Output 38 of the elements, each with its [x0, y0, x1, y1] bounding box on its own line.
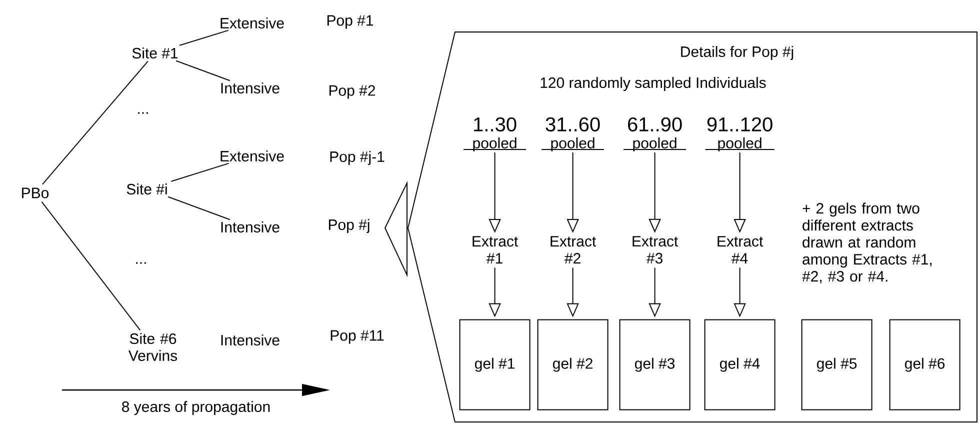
pop-label: Pop #2 [329, 85, 375, 99]
branch-label: Extensive [220, 18, 284, 28]
ellipsis: ... [136, 262, 146, 264]
arrow-caption: 8 years of propagation [122, 401, 270, 415]
gel-box: gel #3 [619, 319, 690, 410]
site-label: Site #1 [132, 48, 178, 58]
branch-line [42, 60, 148, 185]
pop-label: Pop #1 [327, 15, 374, 29]
extract-label: Extract #2 [550, 236, 596, 264]
gel-box: gel #5 [801, 319, 872, 410]
pool-label: 1..30 pooled [463, 117, 526, 152]
extract-label: Extract #3 [632, 236, 678, 264]
branch-line [176, 60, 230, 82]
gel-box: gel #1 [459, 319, 530, 410]
gel-box: gel #2 [537, 319, 608, 410]
pool-label: 91..120 pooled [704, 117, 775, 152]
branch-label: Intensive [221, 334, 280, 346]
note-text: + 2 gels from two different extracts drawn at random among Extracts #1, #2, #3 or #4. [802, 202, 932, 284]
extract-label: Extract #1 [472, 236, 518, 264]
branch-label: Intensive [221, 222, 280, 232]
pop-label: Pop #11 [330, 330, 384, 344]
branch-line [170, 162, 230, 182]
pool-label: 31..60 pooled [541, 117, 604, 152]
pool-label: 61..90 pooled [623, 117, 686, 152]
gel-box: gel #6 [889, 319, 960, 410]
pop-label: Pop #j-1 [330, 151, 384, 165]
site-label: Site #6 Vervins [128, 333, 178, 361]
branch-line [41, 201, 141, 331]
branch-label: Extensive [220, 150, 284, 162]
branch-line [179, 30, 229, 46]
pop-label: Pop #j [328, 219, 370, 233]
root-label: PBo [22, 188, 49, 198]
branch-label: Intensive [221, 82, 280, 94]
gel-box: gel #4 [704, 319, 776, 410]
ellipsis: ... [138, 112, 148, 114]
extract-label: Extract #4 [718, 236, 764, 264]
site-label: Site #i [126, 184, 167, 194]
branch-line [168, 196, 230, 220]
